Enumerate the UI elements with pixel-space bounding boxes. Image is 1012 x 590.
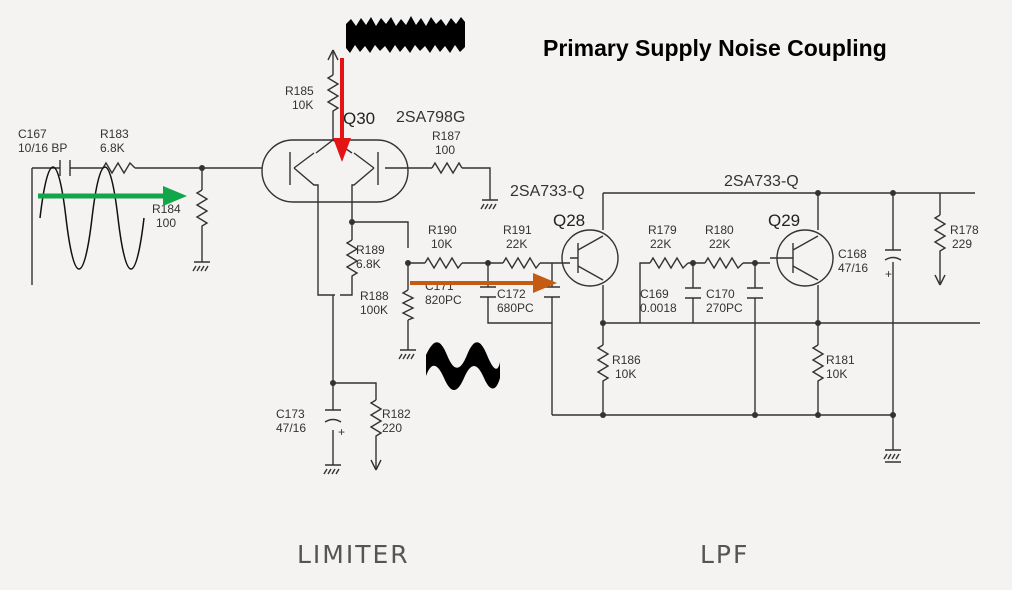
ground-c168 [883, 449, 901, 463]
ground-r187 [480, 199, 498, 210]
supply-arrow-r182 [370, 459, 382, 471]
r185-symbol [326, 74, 340, 115]
r183-symbol [102, 161, 136, 175]
c170-ref: C170 [706, 287, 735, 301]
supply-arrow-q30 [327, 49, 339, 61]
input-sine-wave [39, 166, 145, 270]
r178-symbol [933, 214, 947, 255]
capacitors [59, 160, 902, 423]
r187-symbol [431, 161, 463, 175]
ground-r184 [192, 261, 210, 272]
r191-symbol [502, 256, 541, 270]
r180-ref: R180 [705, 223, 734, 237]
q28-transistor [561, 229, 619, 287]
r182-symbol [369, 399, 383, 440]
r191-value: 22K [506, 237, 527, 251]
r181-symbol [811, 344, 825, 385]
r179-ref: R179 [648, 223, 677, 237]
section-lpf: LPF [700, 540, 749, 569]
r181-ref: R181 [826, 353, 855, 367]
r185-value: 10K [292, 98, 313, 112]
q29-part: 2SA733-Q [724, 173, 799, 190]
r190-value: 10K [431, 237, 452, 251]
r180-value: 22K [709, 237, 730, 251]
c173-symbol [324, 409, 342, 423]
r183-value: 6.8K [100, 141, 125, 155]
c167-value: 10/16 BP [18, 141, 67, 155]
page-title: Primary Supply Noise Coupling [543, 35, 887, 61]
r178-value: 229 [952, 237, 972, 251]
c172-symbol [544, 286, 560, 298]
coupled-noise-arrow-orange [410, 273, 557, 293]
c169-ref: C169 [640, 287, 669, 301]
r189-symbol [345, 239, 359, 280]
c172-value: 680PC [497, 301, 534, 315]
c167-ref: C167 [18, 127, 47, 141]
r190-symbol [424, 256, 463, 270]
section-limiter: LIMITER [297, 540, 410, 569]
supply-arrow-r178 [934, 274, 946, 286]
q29-ref: Q29 [768, 211, 800, 230]
c170-value: 270PC [706, 301, 743, 315]
r186-ref: R186 [612, 353, 641, 367]
r191-ref: R191 [503, 223, 532, 237]
r189-ref: R189 [356, 243, 385, 257]
supply-noise-arrow-red [333, 58, 351, 162]
c169-symbol [685, 287, 701, 299]
q28-part: 2SA733-Q [510, 183, 585, 200]
r180-symbol [704, 256, 744, 270]
r182-value: 220 [382, 421, 402, 435]
q30-part: 2SA798G [396, 109, 465, 126]
wires [31, 50, 980, 470]
ground-c173 [323, 464, 341, 475]
ground-r188 [398, 349, 416, 360]
c173-polarity: + [338, 425, 345, 439]
c167-symbol [59, 160, 71, 176]
r181-value: 10K [826, 367, 847, 381]
component-labels: C167 10/16 BP R183 6.8K R184 100 R185 10… [18, 84, 979, 439]
r188-symbol [401, 289, 415, 321]
c168-symbol [884, 249, 902, 261]
q29-transistor [770, 229, 834, 287]
r184-ref: R184 [152, 202, 181, 216]
grounds [192, 199, 901, 475]
q30-transistor [261, 139, 409, 203]
r179-value: 22K [650, 237, 671, 251]
r184-symbol [195, 189, 209, 232]
q30-ref: Q30 [343, 109, 375, 128]
c168-value: 47/16 [838, 261, 868, 275]
c171-value: 820PC [425, 293, 462, 307]
r185-ref: R185 [285, 84, 314, 98]
r184-value: 100 [156, 216, 176, 230]
resistors [102, 74, 947, 440]
c171-symbol [480, 286, 496, 298]
r187-value: 100 [435, 143, 455, 157]
section-labels: LIMITER LPF [297, 540, 749, 569]
signal-arrow-green [38, 186, 187, 206]
r183-ref: R183 [100, 127, 129, 141]
c173-value: 47/16 [276, 421, 306, 435]
c168-ref: C168 [838, 247, 867, 261]
r186-value: 10K [615, 367, 636, 381]
r190-ref: R190 [428, 223, 457, 237]
r178-ref: R178 [950, 223, 979, 237]
coupled-noise-wave [426, 342, 500, 390]
supply-arrows [327, 49, 946, 471]
c172-ref: C172 [497, 287, 526, 301]
q28-ref: Q28 [553, 211, 585, 230]
r187-ref: R187 [432, 129, 461, 143]
supply-noise-block [346, 16, 465, 53]
c168-polarity: + [885, 267, 892, 281]
c170-symbol [747, 287, 763, 299]
r189-value: 6.8K [356, 257, 381, 271]
r188-ref: R188 [360, 289, 389, 303]
r188-value: 100K [360, 303, 388, 317]
r182-ref: R182 [382, 407, 411, 421]
r186-symbol [596, 344, 610, 385]
c173-ref: C173 [276, 407, 305, 421]
c169-value: 0.0018 [640, 301, 677, 315]
r179-symbol [649, 256, 689, 270]
